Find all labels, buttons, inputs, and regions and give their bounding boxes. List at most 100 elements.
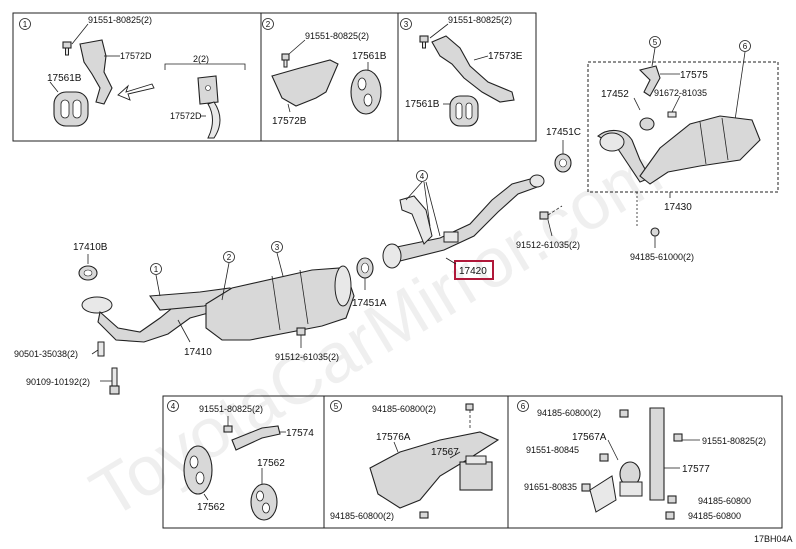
insulator-label[interactable]: 17561B bbox=[405, 99, 440, 110]
bolt-icon bbox=[62, 41, 72, 56]
gasket-icon bbox=[639, 117, 655, 131]
bracket-label[interactable]: 17575 bbox=[680, 70, 708, 81]
bolt-top-label[interactable]: 94185-60800(2) bbox=[537, 408, 601, 418]
callout-3-circle bbox=[271, 241, 283, 253]
bolt-icon bbox=[581, 483, 591, 492]
inset-3: 3 91551-80825(2) 17573E 17561B bbox=[397, 12, 537, 142]
highlight-box bbox=[454, 260, 494, 280]
front-bolt-label[interactable]: 91512-61035(2) bbox=[275, 352, 339, 362]
bolt-icon bbox=[673, 433, 683, 442]
rubber-insulator-icon bbox=[250, 483, 278, 521]
bracket-icon bbox=[649, 407, 665, 501]
bracket-b-icon bbox=[197, 75, 221, 139]
bolt-top-label[interactable]: 94185-60800(2) bbox=[372, 404, 436, 414]
inset-6-number-circle bbox=[517, 400, 529, 412]
bolt-label[interactable]: 91551-80825(2) bbox=[199, 404, 263, 414]
count-label[interactable]: 2(2) bbox=[193, 54, 209, 64]
bolt-b-label[interactable]: 91651-80835 bbox=[524, 482, 577, 492]
bolt-label[interactable]: 91672-81035 bbox=[654, 88, 707, 98]
bolt-label[interactable]: 91551-80825(2) bbox=[448, 15, 512, 25]
damper-icon bbox=[619, 461, 643, 497]
damper-label[interactable]: 17567A bbox=[572, 432, 607, 443]
inset-3-number-circle bbox=[400, 18, 412, 30]
bracket-label[interactable]: 17572B bbox=[272, 116, 307, 127]
bolt-a-label[interactable]: 91551-80845 bbox=[526, 445, 579, 455]
stud-icon bbox=[97, 341, 105, 357]
callout-2-circle bbox=[223, 251, 235, 263]
bolt-right-label[interactable]: 91551-80825(2) bbox=[702, 436, 766, 446]
bracket-label[interactable]: 17573E bbox=[488, 51, 523, 62]
bracket-a-label[interactable]: 17572D bbox=[120, 51, 152, 61]
callout-5-circle bbox=[649, 36, 661, 48]
bolt-icon bbox=[419, 35, 429, 49]
gasket-b-label[interactable]: 17410B bbox=[73, 242, 108, 253]
insulator-a-label[interactable]: 17562 bbox=[197, 502, 225, 513]
rubber-insulator-icon bbox=[449, 95, 479, 127]
inset-2: 2 91551-80825(2) 17561B 17572B bbox=[260, 12, 399, 142]
bolt-c-label[interactable]: 94185-60800 bbox=[698, 496, 751, 506]
center-bolt-label[interactable]: 91512-61035(2) bbox=[516, 240, 580, 250]
inset-5-number-circle bbox=[330, 400, 342, 412]
callout-3: 3 bbox=[275, 243, 280, 252]
arrow-icon bbox=[117, 83, 155, 101]
rubber-insulator-icon bbox=[183, 445, 213, 495]
rubber-insulator-icon bbox=[53, 91, 89, 127]
rubber-insulator-icon bbox=[350, 69, 382, 115]
bolt-bottom-label[interactable]: 94185-60800(2) bbox=[330, 511, 394, 521]
bolt-icon bbox=[109, 367, 120, 395]
center-pipe-icon bbox=[382, 174, 545, 269]
main-exhaust: 17451C 4 17420 91512-61035(2) 17410B bbox=[14, 127, 581, 395]
inset-2-number: 2 bbox=[266, 20, 271, 29]
inset-4-number-circle bbox=[167, 400, 179, 412]
bracket-icon bbox=[79, 39, 113, 105]
stay-label[interactable]: 17576A bbox=[376, 432, 411, 443]
bolt-label[interactable]: 91551-80825(2) bbox=[88, 15, 152, 25]
bracket-label[interactable]: 17574 bbox=[286, 428, 314, 439]
callout-6-circle bbox=[739, 40, 751, 52]
inset-1-number-circle bbox=[19, 18, 31, 30]
callout-4-circle bbox=[416, 170, 428, 182]
bracket-icon bbox=[431, 35, 515, 103]
inset-4-number: 4 bbox=[171, 402, 176, 411]
bolt-icon bbox=[281, 53, 290, 68]
bracket-b-label[interactable]: 17572D bbox=[170, 111, 202, 121]
inset-5-number: 5 bbox=[334, 402, 339, 411]
bolt-icon bbox=[296, 327, 306, 336]
inset-4: 4 91551-80825(2) 17574 17562 17562 bbox=[162, 395, 325, 529]
inset-6-number: 6 bbox=[521, 402, 526, 411]
insulator-b-label[interactable]: 17562 bbox=[257, 458, 285, 469]
gasket-c-label[interactable]: 17451C bbox=[546, 127, 581, 138]
bolt-label[interactable]: 91551-80825(2) bbox=[305, 31, 369, 41]
callout-6: 6 bbox=[743, 42, 748, 51]
damper-icon bbox=[459, 455, 493, 491]
bolt-icon bbox=[667, 111, 677, 118]
bolt-icon bbox=[599, 453, 609, 462]
insulator-label[interactable]: 17561B bbox=[352, 51, 387, 62]
insulator-label[interactable]: 17561B bbox=[47, 73, 82, 84]
inset-1: 1 91551-80825(2) 17572D 17561B 2(2) bbox=[12, 12, 262, 142]
assembly-label[interactable]: 17430 bbox=[664, 202, 692, 213]
inset-1-number: 1 bbox=[23, 20, 28, 29]
gasket-label[interactable]: 17452 bbox=[601, 89, 629, 100]
bracket-icon bbox=[271, 59, 339, 107]
nut-label[interactable]: 94185-61000(2) bbox=[630, 252, 694, 262]
stud-label[interactable]: 90501-35038(2) bbox=[14, 349, 78, 359]
converter-icon bbox=[205, 265, 355, 341]
gasket-a-label[interactable]: 17451A bbox=[352, 298, 387, 309]
front-pipe-label[interactable]: 17410 bbox=[184, 347, 212, 358]
bottom-bolt-label[interactable]: 90109-10192(2) bbox=[26, 377, 90, 387]
bolt-icon bbox=[419, 511, 429, 519]
callout-2: 2 bbox=[227, 253, 232, 262]
damper-label[interactable]: 17567 bbox=[431, 447, 459, 458]
bolt-icon bbox=[665, 511, 675, 520]
bolt-d-label[interactable]: 94185-60800 bbox=[688, 511, 741, 521]
inset-5: 5 94185-60800(2) 17576A 17567 94185-6080… bbox=[323, 395, 509, 529]
inset-3-frame bbox=[397, 12, 537, 142]
bracket-icon bbox=[638, 65, 661, 97]
center-pipe-label[interactable]: 17420 bbox=[459, 266, 487, 277]
inset-3-number: 3 bbox=[404, 20, 409, 29]
callout-5: 5 bbox=[653, 38, 658, 47]
bracket-label[interactable]: 17577 bbox=[682, 464, 710, 475]
diagram-id: 17BH04A bbox=[754, 534, 793, 544]
